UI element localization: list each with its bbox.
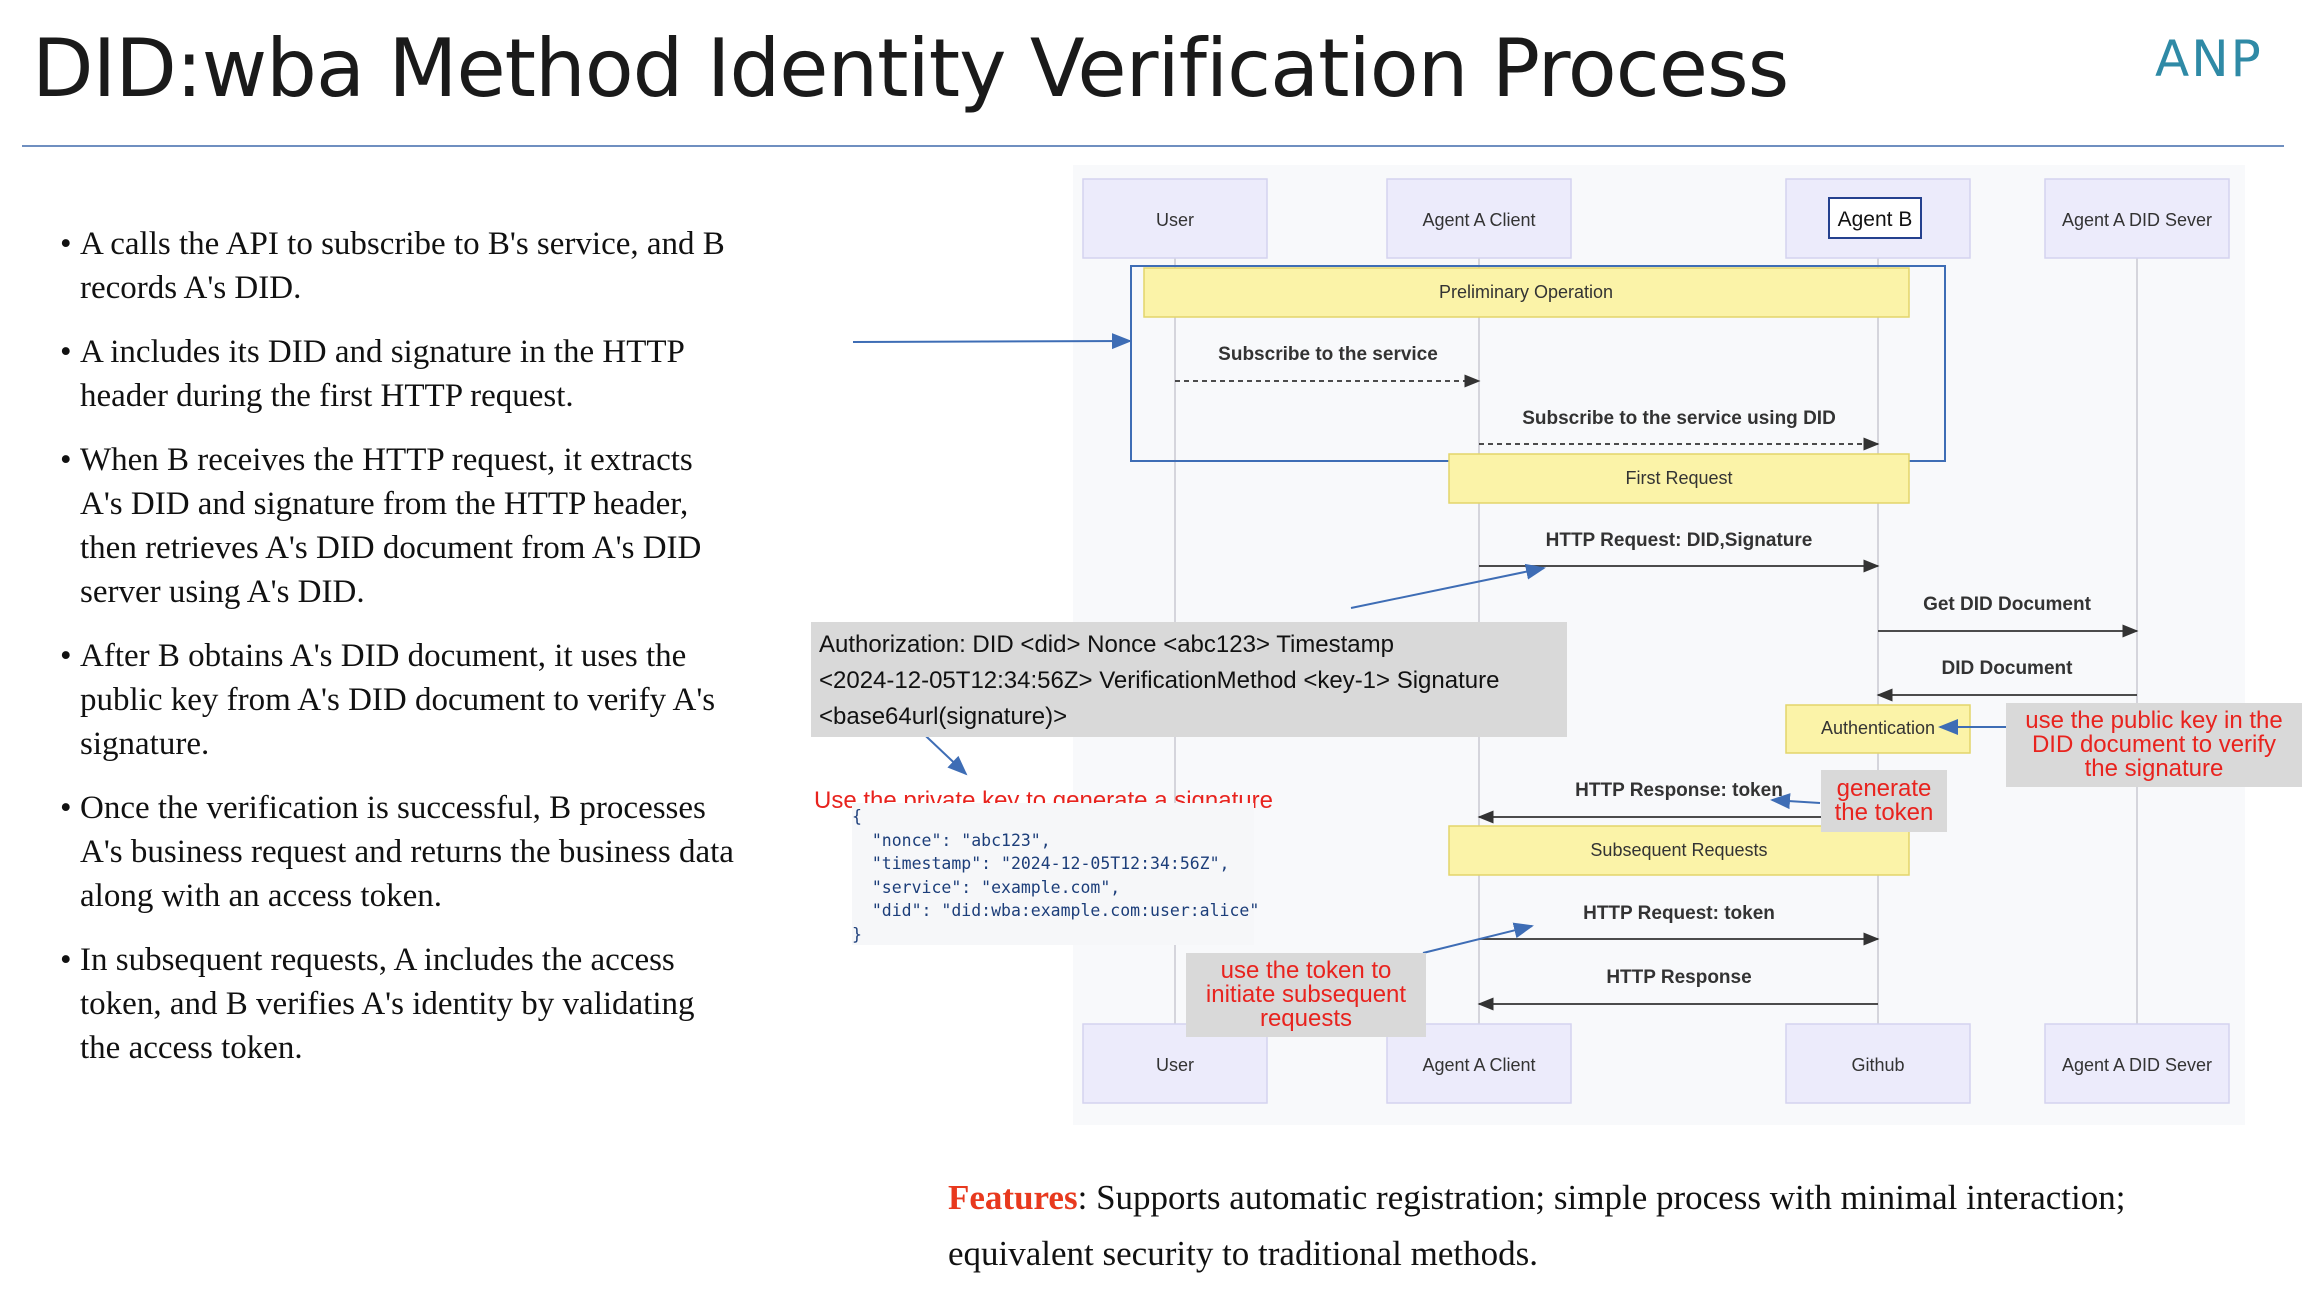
code-line: "did": "did:wba:example.com:user:alice" <box>852 901 1260 920</box>
code-line: "service": "example.com", <box>852 877 1121 897</box>
message-label: Get DID Document <box>1923 594 2092 615</box>
note-line: initiate subsequent <box>1206 981 1406 1008</box>
message-label: DID Document <box>1942 658 2074 679</box>
bullet-item: In subsequent requests, A includes the a… <box>60 938 740 1070</box>
bullet-item: After B obtains A's DID document, it use… <box>60 634 740 766</box>
participant-did-server-top: Agent A DID Sever <box>2044 178 2230 259</box>
note-line: DID document to verify <box>2032 731 2276 758</box>
message-label: HTTP Response <box>1606 967 1751 988</box>
note-use-token: use the token to initiate subsequent req… <box>1186 953 1426 1037</box>
code-line: "nonce": "abc123", <box>852 830 1051 850</box>
participant-user-top: User <box>1082 178 1268 259</box>
pointer-arrow <box>852 333 1132 350</box>
pointer-arrow <box>1350 563 1546 609</box>
section-label: Preliminary Operation <box>1439 282 1613 302</box>
note-line: requests <box>1260 1005 1352 1032</box>
participant-label: Agent A Client <box>1422 1055 1535 1075</box>
title-divider <box>22 145 2284 147</box>
auth-header-line: <base64url(signature)> <box>819 703 1067 730</box>
participant-agent-b-top: Agent B <box>1785 178 1971 259</box>
code-line: { <box>852 807 862 826</box>
note-line: the signature <box>2085 755 2224 782</box>
bullet-item: A calls the API to subscribe to B's serv… <box>60 222 740 310</box>
participant-label: Agent A DID Sever <box>2062 210 2212 230</box>
participant-label: Agent A Client <box>1422 210 1535 230</box>
message-label: HTTP Request: DID,Signature <box>1546 530 1813 551</box>
auth-header-line: <2024-12-05T12:34:56Z> VerificationMetho… <box>819 667 1499 694</box>
note-line: use the token to <box>1221 957 1392 984</box>
message-label: HTTP Response: token <box>1575 780 1783 801</box>
pointer-arrow <box>1770 793 1821 810</box>
note-line: the token <box>1835 799 1934 826</box>
message-label: HTTP Request: token <box>1583 903 1775 924</box>
participant-did-server-bottom: Agent A DID Sever <box>2044 1023 2230 1104</box>
authorization-header-box: Authorization: DID <did> Nonce <abc123> … <box>811 622 1567 737</box>
signature-payload-code: { "nonce": "abc123", "timestamp": "2024-… <box>852 803 1260 945</box>
participant-label: User <box>1156 210 1194 230</box>
participant-agent-a-client-top: Agent A Client <box>1386 178 1572 259</box>
note-verify: use the public key in the DID document t… <box>2006 703 2302 787</box>
features-label: Features <box>948 1178 1078 1217</box>
section-label: Subsequent Requests <box>1590 840 1767 860</box>
pointer-arrow <box>1422 922 1534 954</box>
note-line: generate <box>1837 775 1932 802</box>
bullet-item: Once the verification is successful, B p… <box>60 786 740 918</box>
features-body: : Supports automatic registration; simpl… <box>948 1178 2126 1273</box>
note-line: use the public key in the <box>2025 707 2283 734</box>
section-label: Authentication <box>1821 718 1935 738</box>
page-title: DID:wba Method Identity Verification Pro… <box>32 22 1789 115</box>
message-label: Subscribe to the service using DID <box>1522 408 1836 429</box>
auth-header-line: Authorization: DID <did> Nonce <abc123> … <box>819 631 1394 658</box>
section-subsequent-requests: Subsequent Requests <box>1448 825 1910 876</box>
section-first-request: First Request <box>1448 453 1910 504</box>
bullet-item: A includes its DID and signature in the … <box>60 330 740 418</box>
participant-user-bottom: User <box>1082 1023 1268 1104</box>
participant-github-bottom: Github <box>1785 1023 1971 1104</box>
anp-logo: ANP <box>2155 30 2263 88</box>
participant-agent-a-client-bottom: Agent A Client <box>1386 1023 1572 1104</box>
features-text: Features: Supports automatic registratio… <box>948 1170 2248 1282</box>
bullet-item: When B receives the HTTP request, it ext… <box>60 438 740 614</box>
note-generate: generate the token <box>1821 770 1947 832</box>
section-label: First Request <box>1625 468 1732 488</box>
participant-label: Agent A DID Sever <box>2062 1055 2212 1075</box>
section-preliminary-operation: Preliminary Operation <box>1143 267 1910 318</box>
participant-label: User <box>1156 1055 1194 1075</box>
participant-label: Github <box>1851 1055 1904 1075</box>
code-line: "timestamp": "2024-12-05T12:34:56Z", <box>852 854 1230 873</box>
bullet-list: A calls the API to subscribe to B's serv… <box>60 222 740 1090</box>
code-line: } <box>852 924 862 944</box>
message-label: Subscribe to the service <box>1218 344 1438 365</box>
participant-label: Agent B <box>1838 208 1913 231</box>
section-authentication: Authentication <box>1785 704 1971 754</box>
